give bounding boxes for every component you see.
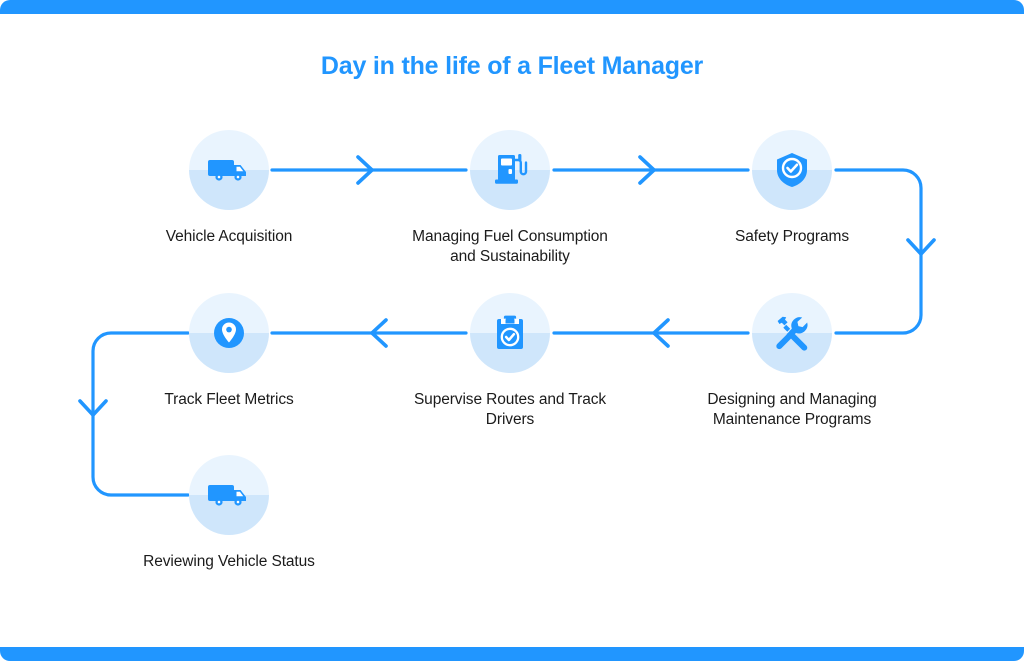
map-pin-icon <box>214 318 244 348</box>
arrowhead-step2-step3 <box>638 155 656 185</box>
flow-step-label: Designing and Managing Maintenance Progr… <box>707 391 877 428</box>
arrowhead-step6-step7 <box>78 399 108 417</box>
arrowhead-step5-step6 <box>370 318 388 348</box>
arrowhead-step1-step2 <box>356 155 374 185</box>
arrowhead-step3-step4 <box>906 238 936 256</box>
top-accent-bar <box>0 0 1024 14</box>
flow-step-reviewing-vehicle-status[interactable]: Reviewing Vehicle Status <box>114 455 344 572</box>
icon-circle <box>470 130 550 210</box>
shield-check-icon <box>777 153 807 187</box>
fuel-pump-icon <box>495 154 528 184</box>
truck-icon <box>208 160 246 181</box>
icon-circle <box>189 455 269 535</box>
flow-step-maintenance-programs[interactable]: Designing and Managing Maintenance Progr… <box>677 293 907 430</box>
hammer-wrench-icon <box>776 316 808 351</box>
flow-step-supervise-routes[interactable]: Supervise Routes and Track Drivers <box>395 293 625 430</box>
page-title: Day in the life of a Fleet Manager <box>320 52 704 80</box>
icon-circle <box>189 293 269 373</box>
icon-circle <box>189 130 269 210</box>
flow-step-label: Vehicle Acquisition <box>165 228 293 245</box>
icon-circle <box>470 293 550 373</box>
icon-circle <box>752 293 832 373</box>
flow-step-label: Safety Programs <box>735 228 849 245</box>
clipboard-check-icon <box>497 315 523 349</box>
flow-step-label: Reviewing Vehicle Status <box>143 553 315 570</box>
flow-step-vehicle-acquisition[interactable]: Vehicle Acquisition <box>114 130 344 247</box>
truck-icon <box>208 485 246 506</box>
bottom-accent-bar <box>0 647 1024 661</box>
flow-step-track-fleet-metrics[interactable]: Track Fleet Metrics <box>114 293 344 410</box>
arrowhead-step4-step5 <box>652 318 670 348</box>
icon-circle <box>752 130 832 210</box>
flow-step-label: Track Fleet Metrics <box>164 391 294 408</box>
flow-step-label: Supervise Routes and Track Drivers <box>413 391 607 428</box>
flow-step-safety-programs[interactable]: Safety Programs <box>677 130 907 247</box>
flow-step-managing-fuel-consumption[interactable]: Managing Fuel Consumption and Sustainabi… <box>395 130 625 267</box>
flow-step-label: Managing Fuel Consumption and Sustainabi… <box>412 228 608 265</box>
